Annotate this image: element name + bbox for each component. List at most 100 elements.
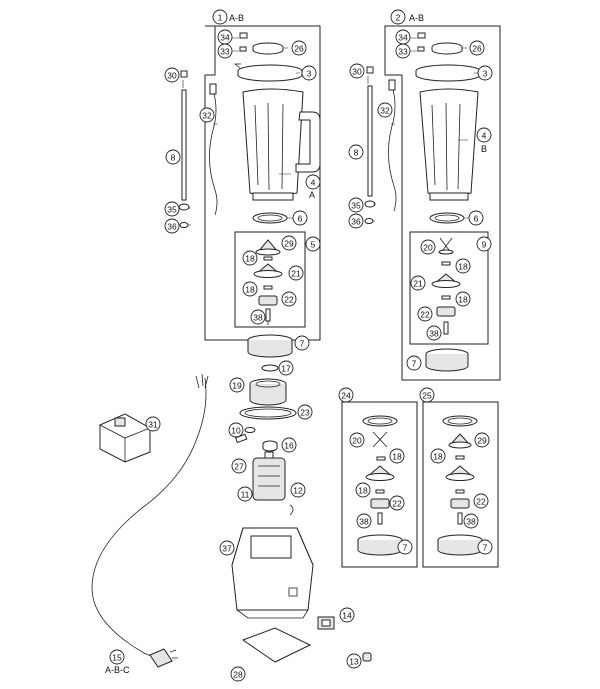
callout-number: 22 <box>392 499 402 509</box>
callout-circle <box>348 144 364 160</box>
small-insert-33 <box>239 46 247 52</box>
jar-b-letter: B <box>481 144 487 154</box>
callout-number: 19 <box>232 381 242 391</box>
callout-21: 21 <box>288 265 304 281</box>
small-insert-34b <box>417 32 426 39</box>
callout-number: 4 <box>311 178 316 188</box>
callout-11: 11 <box>237 486 253 502</box>
callout-circle <box>212 9 228 25</box>
callout-32: 32 <box>199 107 215 123</box>
nut-35 <box>178 203 190 211</box>
assembly-1-outline <box>204 25 321 341</box>
small-insert-34 <box>239 32 248 39</box>
washer-10 <box>244 427 256 433</box>
callout-circle <box>288 265 304 281</box>
callout-35: 35 <box>164 201 180 217</box>
callout-18: 18 <box>430 448 446 464</box>
callout-number: 38 <box>429 329 439 339</box>
cord-label: A-B-C <box>105 665 130 675</box>
callout-circle <box>294 335 310 351</box>
callout-circle <box>109 649 125 665</box>
callout-number: 3 <box>307 69 312 79</box>
callout-circle <box>219 540 235 556</box>
callout-5: 5 <box>305 236 321 252</box>
callout-number: 20 <box>352 436 362 446</box>
callout-18: 18 <box>242 250 258 266</box>
callout-number: 32 <box>202 111 212 121</box>
callout-number: 8 <box>354 148 359 158</box>
callout-number: 37 <box>222 544 232 554</box>
callout-number: 18 <box>458 295 468 305</box>
callout-number: 8 <box>171 153 176 163</box>
callout-circle <box>229 377 245 393</box>
callout-circle <box>476 236 492 252</box>
callout-number: 7 <box>300 339 305 349</box>
bearing-housing-22b <box>436 306 456 317</box>
callout-number: 17 <box>281 364 291 374</box>
callout-number: 5 <box>311 240 316 250</box>
callout-circle <box>281 437 297 453</box>
callout-number: 26 <box>472 44 482 54</box>
callout-4: 4 <box>476 127 492 143</box>
callout-number: 9 <box>482 240 487 250</box>
callout-number: 33 <box>398 47 408 57</box>
callout-number: 38 <box>359 517 369 527</box>
callout-number: 15 <box>112 653 122 663</box>
callout-circle <box>164 67 180 83</box>
callout-number: 18 <box>245 285 255 295</box>
callout-circle <box>463 513 479 529</box>
callout-circle <box>231 458 247 474</box>
callout-28: 28 <box>230 666 246 682</box>
callout-circle <box>419 387 435 403</box>
callout-circle <box>164 201 180 217</box>
shaft-38 <box>265 308 271 322</box>
callout-6: 6 <box>468 210 484 226</box>
callout-circle <box>397 539 413 555</box>
callout-number: 18 <box>433 452 443 462</box>
blade-kit-25-box <box>422 401 499 568</box>
callout-circle <box>199 107 215 123</box>
callout-circle <box>237 486 253 502</box>
jar-a-base <box>252 192 294 201</box>
callout-6: 6 <box>292 210 308 226</box>
callout-circle <box>305 236 321 252</box>
callout-circle <box>377 102 393 118</box>
callout-number: 23 <box>300 408 310 418</box>
callout-1: 1 <box>212 9 228 25</box>
callout-number: 35 <box>351 201 361 211</box>
small-insert-33b <box>417 46 425 52</box>
callout-19: 19 <box>229 377 245 393</box>
callout-30: 30 <box>349 63 365 79</box>
callout-circle <box>164 218 180 234</box>
wire-12 <box>289 504 294 516</box>
assembly-2-label: A-B <box>409 13 424 23</box>
wire-32 <box>209 89 218 216</box>
cap-30 <box>180 70 188 78</box>
callout-circle <box>228 422 244 438</box>
callout-38: 38 <box>250 309 266 325</box>
callout-circle <box>389 495 405 511</box>
callout-20: 20 <box>420 239 436 255</box>
callout-22: 22 <box>417 306 433 322</box>
callout-circle <box>410 275 426 291</box>
callout-circle <box>473 493 489 509</box>
plug <box>149 648 173 668</box>
callout-number: 30 <box>352 67 362 77</box>
callout-number: 25 <box>422 391 432 401</box>
callout-4: 4 <box>305 174 321 190</box>
callout-circle <box>338 387 354 403</box>
bottom-plate-28 <box>241 627 312 663</box>
callout-circle <box>242 281 258 297</box>
callout-18: 18 <box>242 281 258 297</box>
callout-26: 26 <box>291 40 307 56</box>
motor-11 <box>252 457 286 501</box>
callout-2: 2 <box>390 9 406 25</box>
power-cord-15 <box>91 377 207 660</box>
callout-number: 29 <box>477 436 487 446</box>
callout-circle <box>145 416 161 432</box>
callout-number: 18 <box>458 262 468 272</box>
callout-22: 22 <box>389 495 405 511</box>
callout-circle <box>430 448 446 464</box>
callout-27: 27 <box>231 458 247 474</box>
callout-number: 18 <box>358 486 368 496</box>
